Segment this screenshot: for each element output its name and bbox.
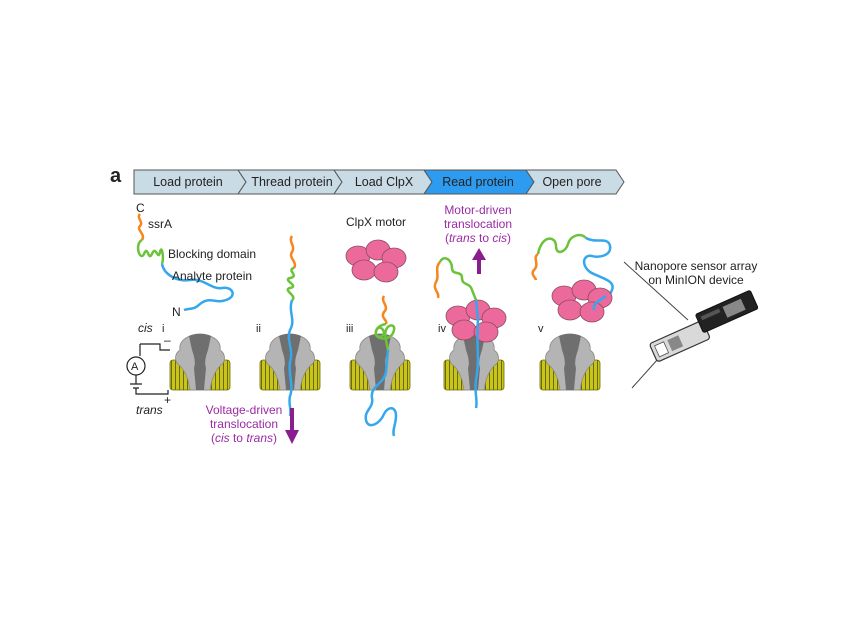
step-label: Thread protein (251, 175, 332, 189)
stage-iii: ClpX motor (345, 215, 407, 437)
voltage-arrow-shaft (290, 408, 294, 432)
minion-device: Nanopore sensor array on MinION device (623, 259, 759, 389)
motor-driven-line3: (trans to cis) (445, 231, 511, 245)
step-label: Open pore (542, 175, 601, 189)
nanopore-stage-i (169, 333, 231, 391)
clpx-motor (551, 279, 613, 323)
cis-label: cis (138, 321, 153, 335)
step-label: Read protein (442, 175, 514, 189)
ssra-tag (137, 213, 145, 241)
step-open-pore: Open pore (525, 169, 625, 195)
nanopore-stage-iv (443, 333, 505, 391)
stage-numeral-iv: iv (438, 323, 446, 335)
c-terminus-label: C (136, 201, 145, 215)
stage-iv: Motor-driven translocation (trans to cis… (433, 203, 512, 409)
minus-sign: – (164, 333, 171, 347)
step-shape (525, 169, 625, 195)
step-label: Load ClpX (355, 175, 414, 189)
step-load-protein: Load protein (133, 169, 247, 195)
step-read-protein: Read protein (423, 169, 535, 195)
step-load-clpx: Load ClpX (333, 169, 433, 195)
nanopore-stage-v (539, 333, 601, 391)
analyte-protein-label: Analyte protein (172, 269, 252, 283)
voltage-driven-line2: translocation (210, 417, 278, 431)
voltage-driven-line3: (cis to trans) (211, 431, 277, 445)
measurement-circuit: cis – A + trans (126, 321, 171, 417)
clpx-motor-label: ClpX motor (346, 215, 406, 229)
ssra-label: ssrA (148, 217, 172, 231)
step-arrow-bar: Load protein Thread protein Load ClpX Re… (133, 169, 625, 195)
blocking-domain-label: Blocking domain (168, 247, 256, 261)
up-arrow-icon (472, 248, 486, 260)
step-label: Load protein (153, 175, 223, 189)
stage-numeral-i: i (162, 323, 164, 335)
device-label-line2: on MinION device (648, 273, 744, 287)
step-thread-protein: Thread protein (237, 169, 343, 195)
voltage-driven-line1: Voltage-driven (206, 403, 283, 417)
minion-device-icon (649, 290, 759, 362)
stage-numeral-iii: iii (346, 323, 353, 335)
motor-driven-line2: translocation (444, 217, 512, 231)
stage-numeral-ii: ii (256, 323, 261, 335)
motor-arrow-shaft (477, 258, 481, 274)
device-label-line1: Nanopore sensor array (635, 259, 758, 273)
n-terminus-label: N (172, 305, 181, 319)
down-arrow-icon (285, 430, 299, 444)
stage-i-protein: C ssrA Blocking domain Analyte protein N (136, 201, 256, 319)
motor-driven-line1: Motor-driven (444, 203, 511, 217)
ammeter-label: A (131, 361, 139, 373)
stage-ii-protein: Voltage-driven translocation (cis to tra… (206, 235, 299, 445)
panel-label: a (110, 165, 122, 187)
clpx-motor (345, 239, 407, 283)
stage-numeral-v: v (538, 323, 544, 335)
plus-sign: + (164, 393, 171, 407)
blocking-domain (136, 238, 165, 265)
stage-v (531, 233, 614, 323)
analyte-protein (160, 263, 234, 312)
trans-label: trans (136, 403, 163, 417)
